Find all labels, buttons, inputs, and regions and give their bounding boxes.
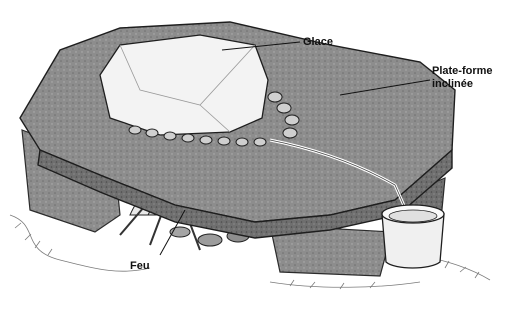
collection-pot xyxy=(382,205,444,268)
label-feu: Feu xyxy=(130,260,150,272)
label-glace: Glace xyxy=(303,36,333,48)
label-plateforme-line1: Plate-forme xyxy=(432,65,493,77)
label-plateforme-line2: inclinée xyxy=(432,78,473,90)
ice-block xyxy=(100,35,268,135)
